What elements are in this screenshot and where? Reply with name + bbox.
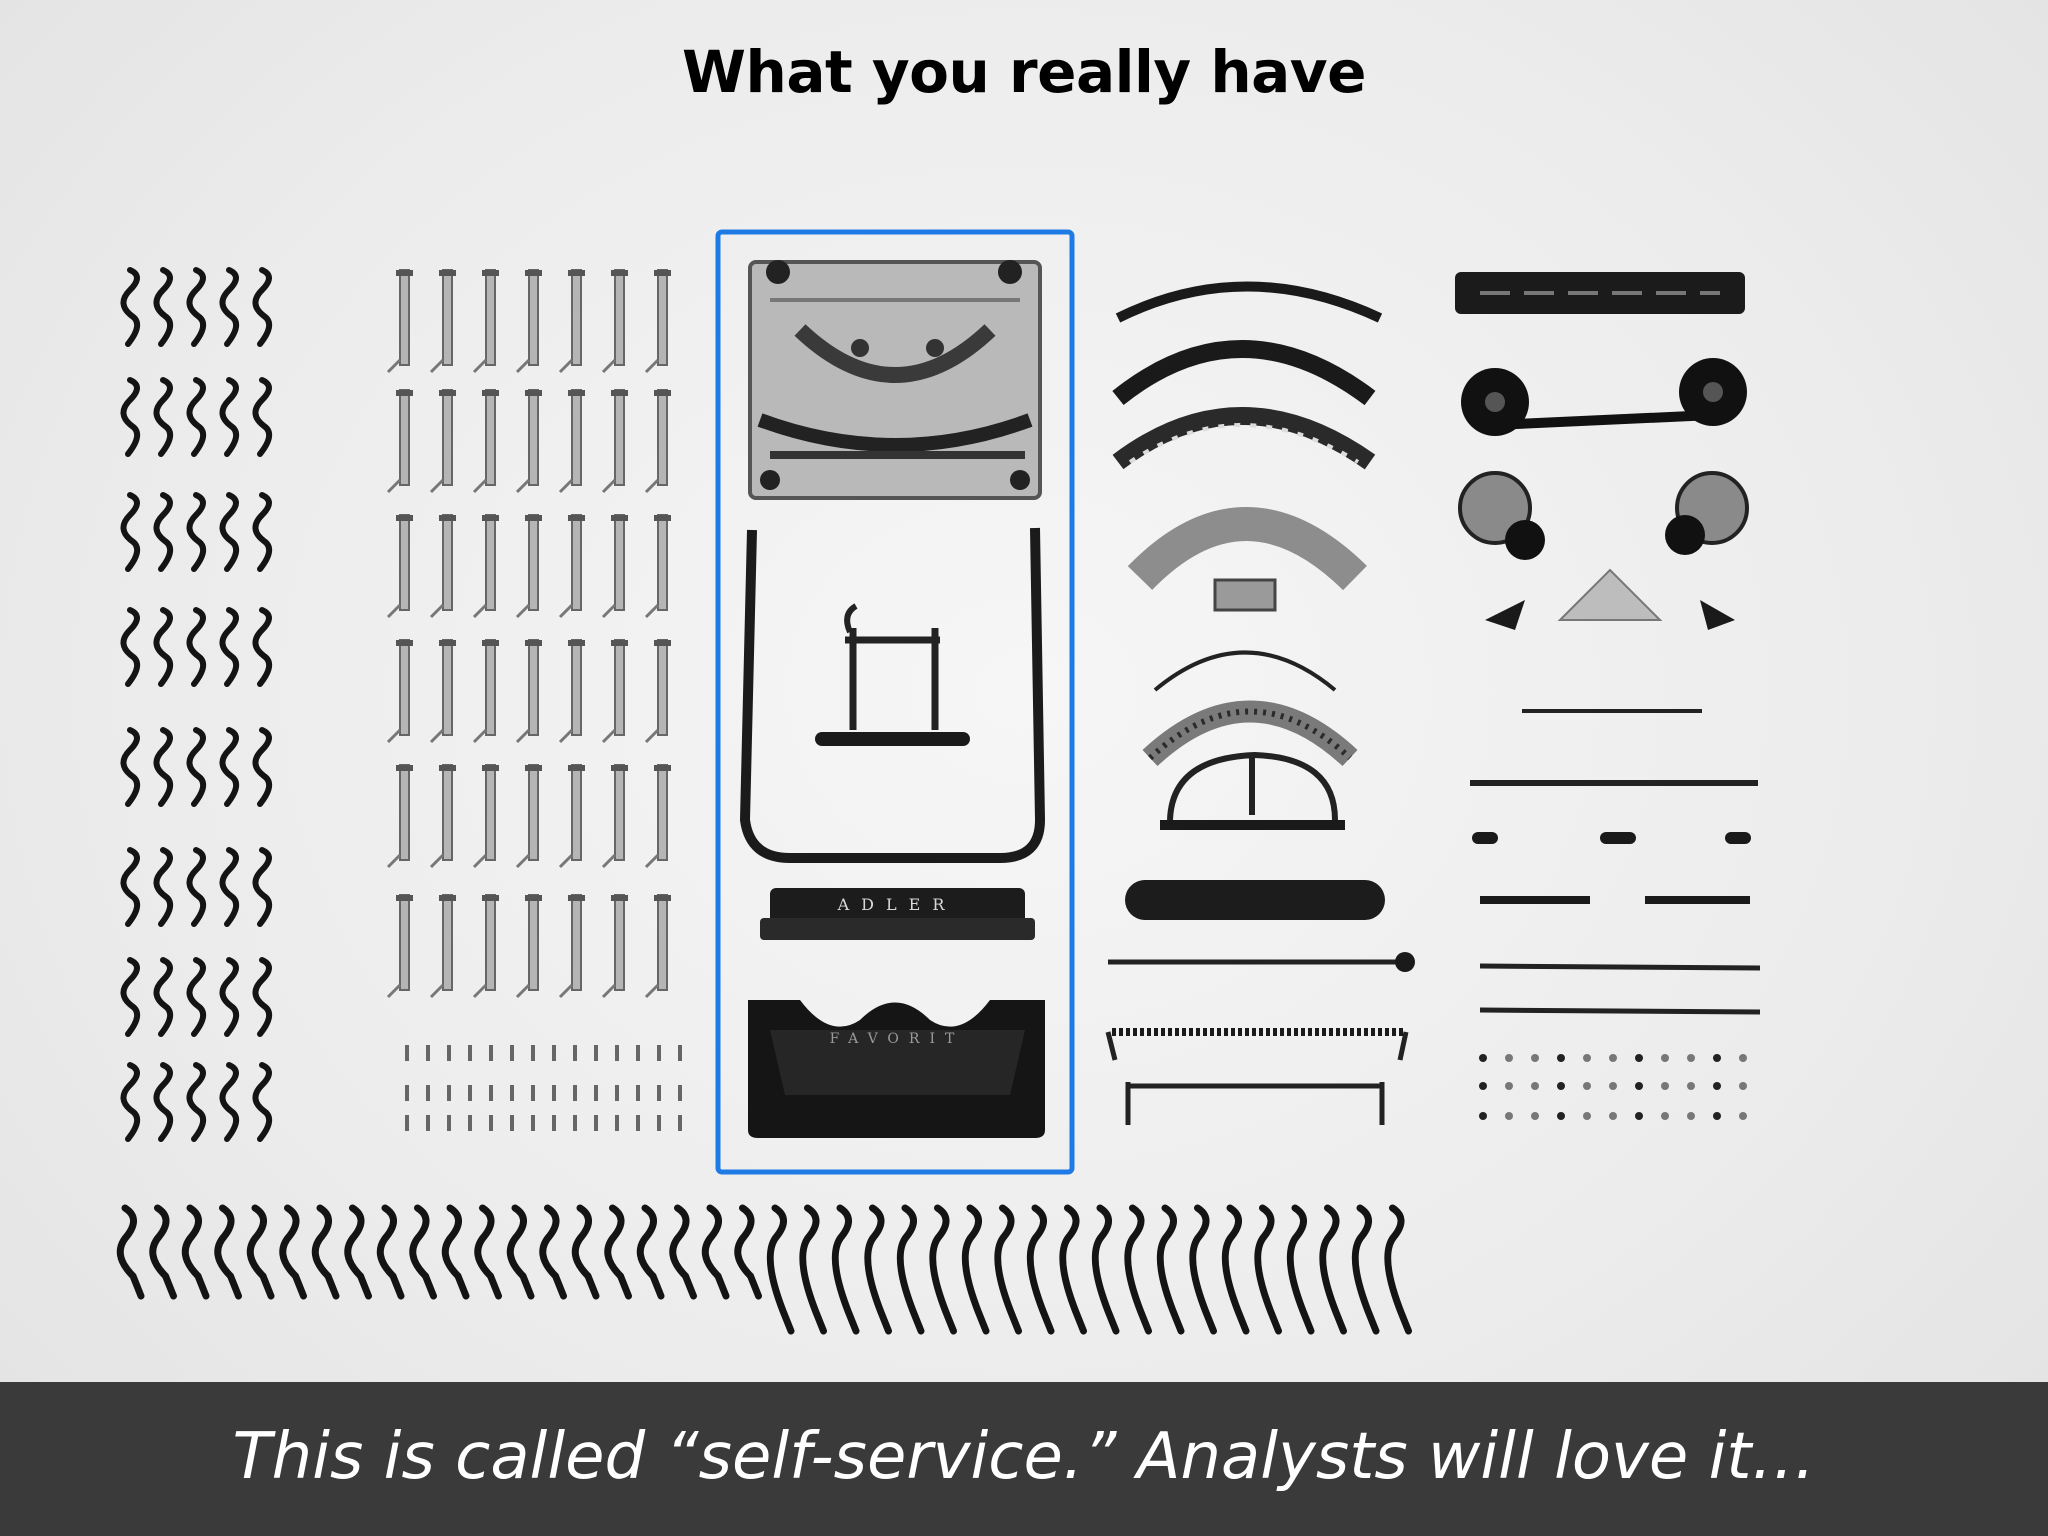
pin-rows [405, 1045, 682, 1131]
favorit-label: FAVORIT [830, 1031, 965, 1047]
frame-parts: ADLER FAVORIT [739, 260, 1046, 1138]
carriage-parts [1455, 272, 1761, 1015]
caption-bar: This is called “self-service.” Analysts … [0, 1382, 2048, 1536]
slide-caption: This is called “self-service.” Analysts … [232, 1420, 1816, 1494]
typebar-grid [386, 269, 671, 999]
segment-arcs [1105, 281, 1415, 1125]
highlight-box [715, 229, 1075, 1175]
slide-title: What you really have [682, 38, 1366, 106]
adler-label: ADLER [837, 895, 957, 914]
bottom-lever-row [116, 1204, 1412, 1335]
screw-rows [1479, 1054, 1747, 1120]
key-lever-grid [120, 267, 273, 1142]
typewriter-parts-photo: ADLER FAVORIT [116, 229, 1761, 1335]
